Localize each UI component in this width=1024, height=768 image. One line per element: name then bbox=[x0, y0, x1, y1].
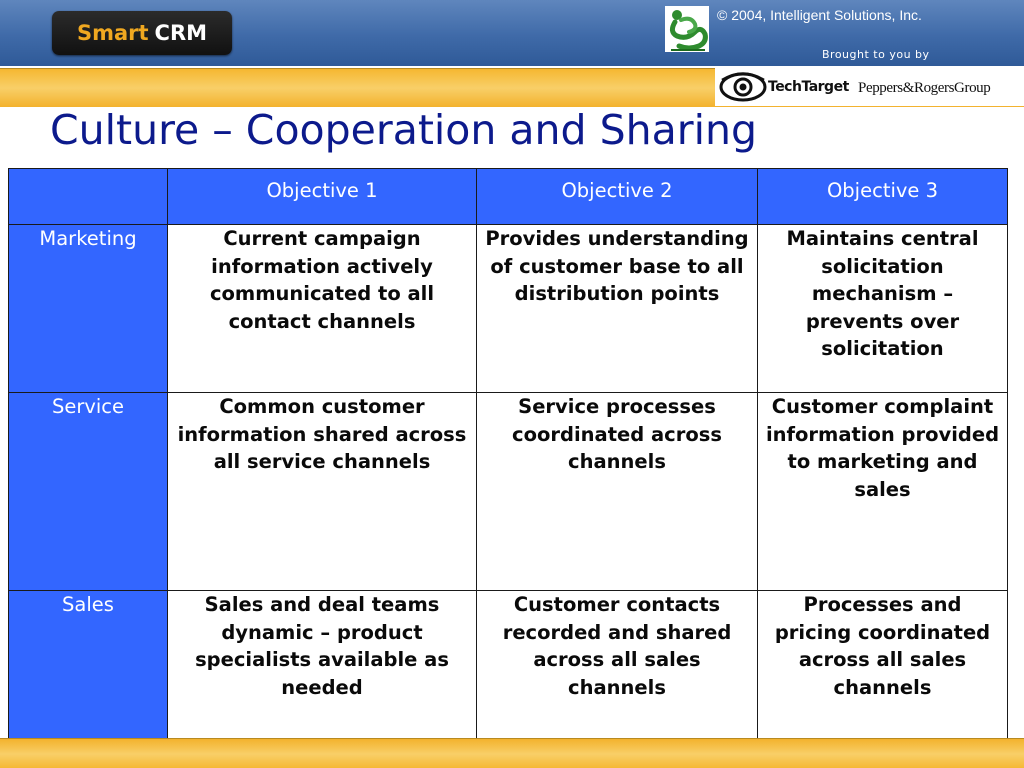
table-cell: Current campaign information actively co… bbox=[167, 224, 477, 393]
row-header: Service bbox=[8, 392, 168, 591]
row-header: Marketing bbox=[8, 224, 168, 393]
brought-to-you-by-text: Brought to you by bbox=[822, 48, 930, 61]
column-header: Objective 1 bbox=[167, 168, 477, 225]
row-header: Sales bbox=[8, 590, 168, 739]
table-cell: Customer complaint information provided … bbox=[757, 392, 1008, 591]
techtarget-eye-icon bbox=[719, 71, 767, 103]
table-cell: Maintains central solicitation mechanism… bbox=[757, 224, 1008, 393]
table-cell: Sales and deal teams dynamic – product s… bbox=[167, 590, 477, 739]
copyright-text: © 2004, Intelligent Solutions, Inc. bbox=[717, 7, 922, 23]
table-cell: Provides understanding of customer base … bbox=[476, 224, 758, 393]
slide-title: Culture – Cooperation and Sharing bbox=[50, 106, 757, 154]
table-row: Sales Sales and deal teams dynamic – pro… bbox=[8, 590, 1008, 739]
techtarget-text: TechTarget bbox=[768, 79, 849, 95]
table-row: Marketing Current campaign information a… bbox=[8, 224, 1008, 393]
column-header: Objective 2 bbox=[476, 168, 758, 225]
peppers-rogers-text: Peppers&RogersGroup bbox=[858, 80, 991, 96]
intelligent-solutions-logo-icon bbox=[665, 6, 709, 52]
table-cell: Common customer information shared acros… bbox=[167, 392, 477, 591]
table-corner-cell bbox=[8, 168, 168, 225]
header-band: Smart CRM © 2004, Intelligent Solutions,… bbox=[0, 0, 1024, 66]
objectives-table: Objective 1 Objective 2 Objective 3 Mark… bbox=[8, 168, 1008, 739]
table-row: Service Common customer information shar… bbox=[8, 392, 1008, 591]
footer-band bbox=[0, 738, 1024, 768]
smart-crm-logo: Smart CRM bbox=[52, 11, 232, 55]
table-cell: Processes and pricing coordinated across… bbox=[757, 590, 1008, 739]
column-header: Objective 3 bbox=[757, 168, 1008, 225]
table-header-row: Objective 1 Objective 2 Objective 3 bbox=[8, 168, 1008, 225]
logo-smart-text: Smart bbox=[76, 21, 149, 45]
table-cell: Customer contacts recorded and shared ac… bbox=[476, 590, 758, 739]
table-cell: Service processes coordinated across cha… bbox=[476, 392, 758, 591]
logo-crm-text: CRM bbox=[154, 21, 208, 45]
